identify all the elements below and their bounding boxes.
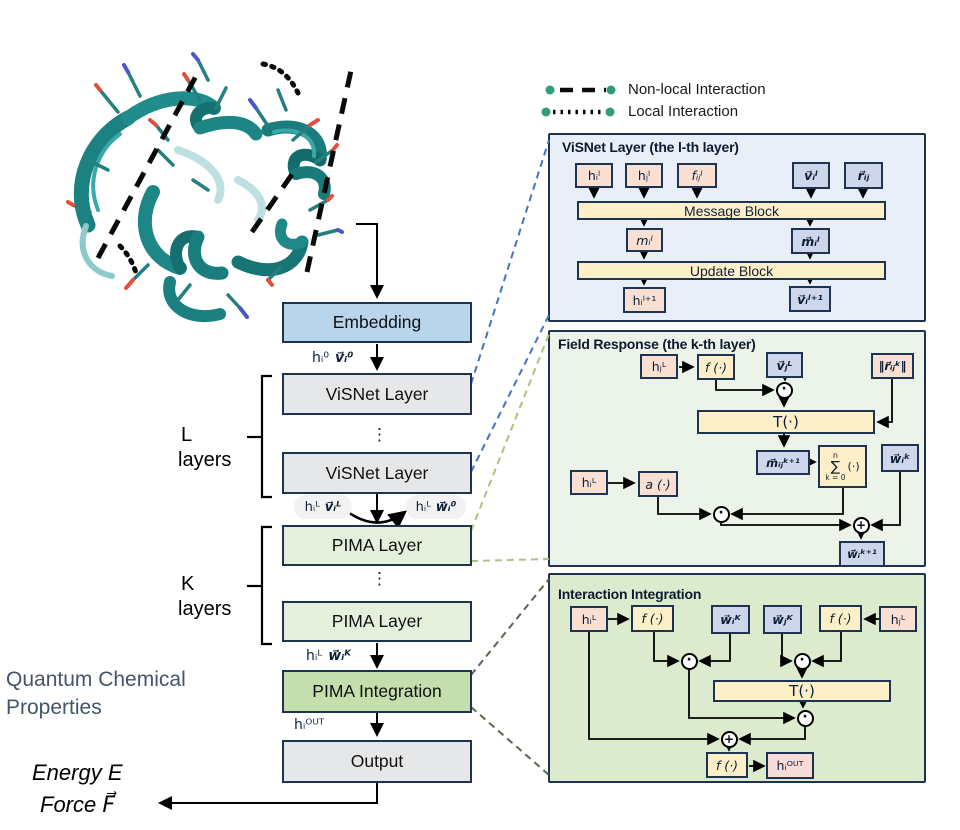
visnet-layer-1-box: ViSNet Layer xyxy=(282,373,472,415)
elementwise-product-icon: · xyxy=(793,652,811,670)
fr-mij-box: m⃗ᵢⱼᵏ⁺¹ xyxy=(756,450,810,475)
l-bracket-label-line1: L xyxy=(181,424,193,446)
fr-f-box: f (·) xyxy=(697,354,735,380)
legend-local-label: Local Interaction xyxy=(628,103,739,120)
visnet-panel-title: ViSNet Layer (the l-th layer) xyxy=(562,139,739,155)
hL-vL-label: hᵢᴸ v⃗ᵢᴸ xyxy=(294,495,352,519)
l-bracket-label-line2: layers xyxy=(178,449,232,471)
ellipsis-pima: ⋮ xyxy=(371,569,388,588)
fr-wk-box: w⃗ᵢᵏ xyxy=(881,444,919,472)
ii-wi-box: w⃗ᵢᴷ xyxy=(711,605,750,634)
sum-sigma-icon: ∑ xyxy=(830,458,841,475)
energy-label: Energy E xyxy=(32,760,123,785)
ii-f-out-box: f (·) xyxy=(706,752,748,778)
output-box: Output xyxy=(282,740,472,783)
ii-hj-box: hⱼᴸ xyxy=(879,606,917,632)
pima-layer-2-box: PIMA Layer xyxy=(282,601,472,642)
sum-upper: n xyxy=(832,450,838,460)
ii-f-left-box: f (·) xyxy=(631,605,674,632)
ellipsis-visnet: ⋮ xyxy=(371,425,388,444)
sum-lower: k = 0 xyxy=(825,472,846,482)
visnet-mi-box: mᵢˡ xyxy=(626,228,663,252)
message-block: Message Block xyxy=(577,201,886,220)
h0-v0-label: hᵢ⁰ v⃗ᵢ⁰ xyxy=(312,350,353,366)
ii-wj-box: w⃗ⱼᴷ xyxy=(763,605,802,634)
visnet-input-fij: fᵢⱼˡ xyxy=(677,163,717,188)
fr-sum-box: n ∑ k = 0 (·) xyxy=(818,445,867,488)
fr-hi-box: hᵢᴸ xyxy=(570,470,608,495)
visnet-mvec-box: m⃗ᵢˡ xyxy=(791,228,830,254)
hL3-token: hᵢᴸ xyxy=(306,648,323,664)
legend-local-symbol xyxy=(541,107,615,117)
hL-w0-label: hᵢᴸ w⃗ᵢ⁰ xyxy=(406,495,466,519)
visnet-input-vi: v⃗ᵢˡ xyxy=(792,162,830,189)
interaction-integration-title: Interaction Integration xyxy=(558,586,702,602)
visnet-out-h: hᵢˡ⁺¹ xyxy=(623,287,666,313)
w0-token: w⃗ᵢ⁰ xyxy=(435,499,457,515)
pima-layer-1-box: PIMA Layer xyxy=(282,525,472,566)
elementwise-product-icon: · xyxy=(775,381,793,399)
hL-token: hᵢᴸ xyxy=(304,499,320,515)
ii-f-right-box: f (·) xyxy=(819,605,862,632)
visnet-layer-2-box: ViSNet Layer xyxy=(282,452,472,494)
visnet-out-v: v⃗ᵢˡ⁺¹ xyxy=(789,286,831,312)
sum-arg: (·) xyxy=(847,460,860,473)
ii-t-block: T(·) xyxy=(713,680,891,702)
elementwise-add-icon: + xyxy=(720,730,738,748)
hL-wK-label: hᵢᴸ w⃗ᵢᴷ xyxy=(306,648,351,664)
protein-structure-image xyxy=(66,52,355,323)
fr-rnorm-box: ‖r⃗ᵢⱼᵏ‖ xyxy=(871,353,914,379)
hL2-token: hᵢᴸ xyxy=(415,499,431,515)
visnet-input-hj: hⱼˡ xyxy=(625,163,663,188)
pima-integration-box: PIMA Integration xyxy=(282,670,472,713)
h0-token: hᵢ⁰ xyxy=(312,350,329,366)
update-block: Update Block xyxy=(577,261,886,280)
ii-hout-box: hᵢᴼᵁᵀ xyxy=(766,752,814,779)
hout-token: hᵢᴼᵁᵀ xyxy=(294,717,325,733)
hout-label: hᵢᴼᵁᵀ xyxy=(294,717,324,733)
visnet-input-rij: r⃗ᵢⱼ xyxy=(844,162,883,189)
elementwise-product-icon: · xyxy=(712,505,730,523)
force-label: Force F⃗ xyxy=(40,792,116,817)
fr-a-box: a (·) xyxy=(638,471,678,497)
fr-wk1-box: w⃗ᵢᵏ⁺¹ xyxy=(839,541,885,567)
elementwise-add-icon: + xyxy=(852,516,870,534)
elementwise-product-icon: · xyxy=(796,709,814,727)
v0-token: v⃗ᵢ⁰ xyxy=(335,350,354,366)
quantum-chemical-line2: Properties xyxy=(6,696,102,719)
elementwise-product-icon: · xyxy=(680,652,698,670)
wK-token: w⃗ᵢᴷ xyxy=(328,648,352,664)
visnet-input-hi: hᵢˡ xyxy=(575,163,613,188)
field-response-title: Field Response (the k-th layer) xyxy=(558,336,756,352)
k-bracket-label-line1: K xyxy=(181,573,195,595)
vL-token: v⃗ᵢᴸ xyxy=(324,499,342,515)
legend-nonlocal-label: Non-local Interaction xyxy=(628,81,766,98)
embedding-box: Embedding xyxy=(282,302,472,343)
fr-t-block: T(·) xyxy=(697,410,875,434)
fr-hj-box: hⱼᴸ xyxy=(640,354,678,379)
ii-hi-box: hᵢᴸ xyxy=(570,606,608,632)
legend-nonlocal-symbol xyxy=(545,85,616,95)
fr-vj-box: v⃗ⱼᴸ xyxy=(766,352,803,378)
k-bracket-label-line2: layers xyxy=(178,598,232,620)
quantum-chemical-line1: Quantum Chemical xyxy=(6,668,186,691)
